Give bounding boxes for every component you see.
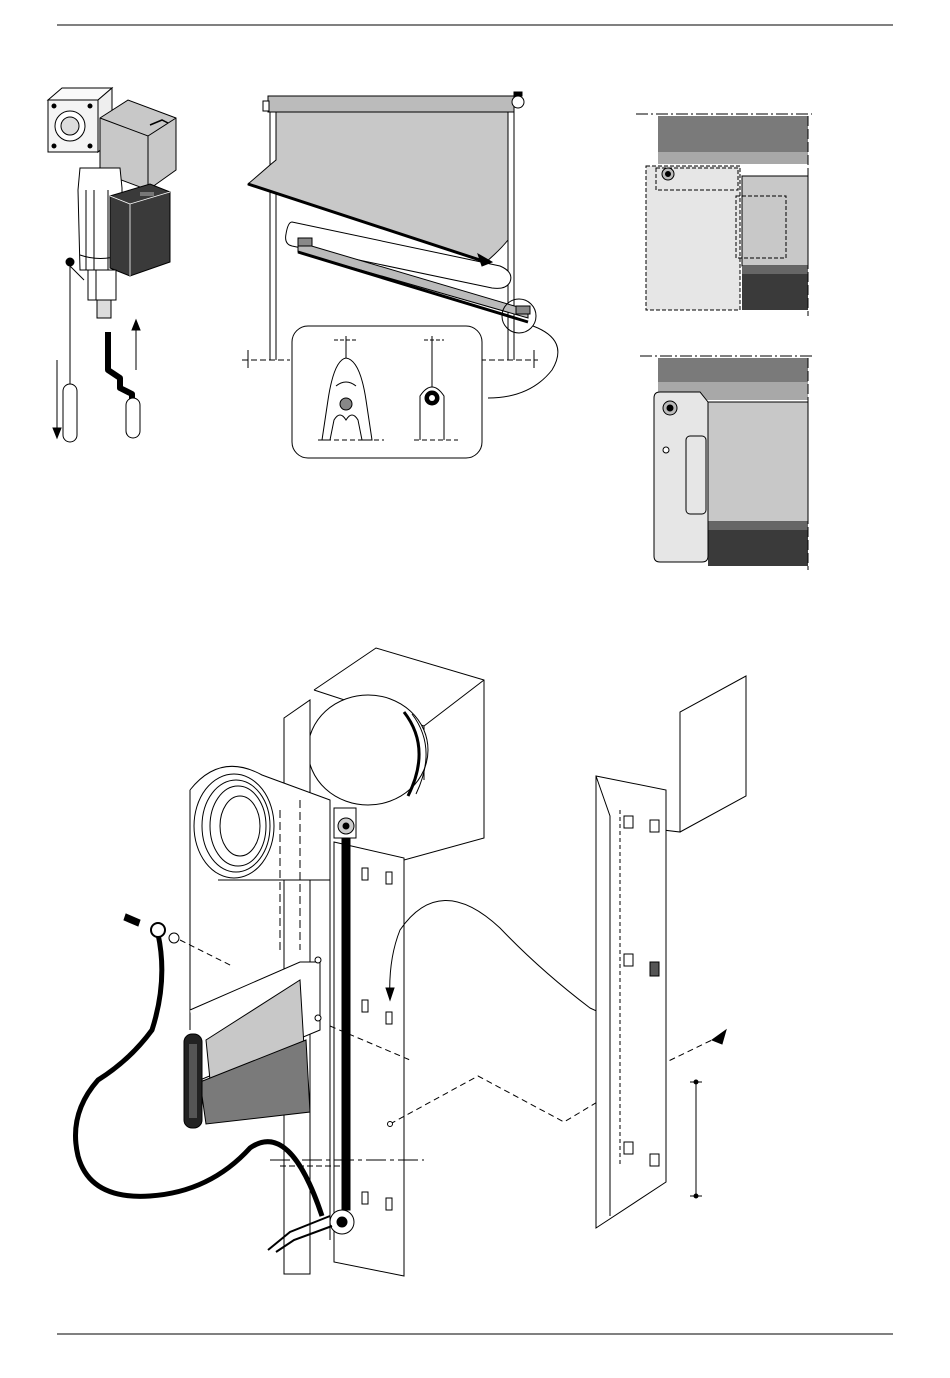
- drive-motor-with-hand-crank-icon: [48, 88, 176, 442]
- side-guide-rail-panel-icon: [596, 676, 746, 1228]
- roller-door-assembly-with-earth-cable-icon: [76, 648, 485, 1276]
- roller-curtain-with-bottom-bar-detail-icon: [242, 92, 558, 458]
- side-bracket-dashed-position-icon: [636, 114, 812, 316]
- connector-lines: [386, 900, 726, 1126]
- side-bracket-mounted-icon: [640, 356, 812, 570]
